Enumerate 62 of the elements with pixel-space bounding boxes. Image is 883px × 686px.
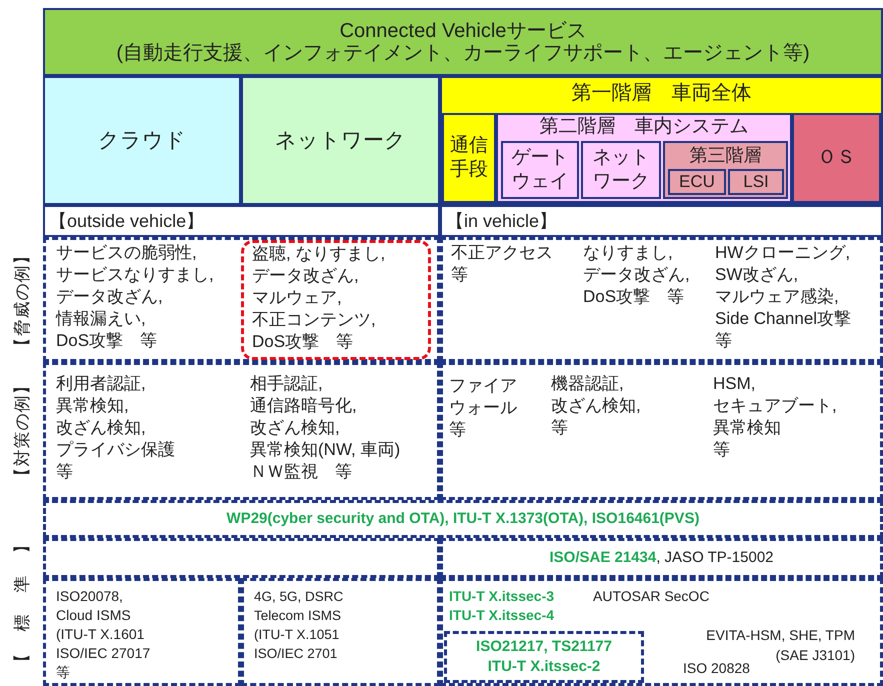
empty-dashed-box: [43, 538, 440, 578]
cell-text: 【outside vehicle】: [49, 210, 204, 232]
cell-text: 第三階層: [688, 144, 762, 166]
cell-text: ITU-T X.itssec-4: [449, 606, 554, 625]
lsi-cell: [728, 169, 784, 195]
cell-text: ISO21217, TS21177 ITU-T X.itssec-2: [476, 637, 612, 677]
header-subtitle: (自動走行支援、インフォテイメント、カーライフサポート、エージェント等): [116, 42, 810, 64]
zone-header: [43, 205, 440, 237]
vehicle-layer-panel: [440, 76, 883, 205]
standard-overlay-box: [444, 631, 644, 683]
cell-text: 機器認証, 改ざん検知, 等: [551, 373, 641, 439]
standard-panel: [440, 578, 883, 686]
row-title: 【対策の例】: [12, 376, 32, 484]
network-cell: [581, 141, 661, 199]
cell-text: 利用者認証, 異常検知, 改ざん検知, プライバシ保護等: [56, 373, 176, 483]
cell-text: 第一階層 車両全体: [570, 82, 752, 104]
threat-row-panel: [43, 237, 440, 362]
cell-text: ISO20078, Cloud ISMS (ITU-T X.1601 ISO/IEC 27017 等: [56, 587, 150, 682]
gateway-cell: [501, 141, 579, 199]
comm-means-cell: [442, 113, 496, 203]
os-cell: [792, 113, 881, 203]
cell-text: サービスの脆弱性, サービスなりすまし, データ改ざん, 情報漏えい, DoS攻撃 等: [56, 242, 214, 352]
cell-text: HWクローニング, SW改ざん, マルウェア感染, Side Channel攻撃等: [715, 242, 852, 352]
row-title: 【脅威の例】: [12, 246, 32, 354]
ecu-cell: [668, 169, 726, 195]
cell-text: LSI: [743, 171, 769, 193]
threat-row-panel: [440, 237, 883, 362]
zone-header: [440, 205, 883, 237]
cell-text: 4G, 5G, DSRC Telecom ISMS (ITU-T X.1051 ISO/IEC 2701: [254, 588, 344, 663]
cell-text: 盗聴, なりすまし, データ改ざん, マルウェア, 不正コンテンツ, DoS攻撃 等: [252, 243, 386, 353]
cell-text: 不正アクセス等: [451, 242, 554, 286]
service-header-cell: [43, 8, 883, 76]
cell-text: ネットワーク: [275, 130, 406, 152]
cell-text: 相手認証, 通信路暗号化, 改ざん検知, 異常検知(NW, 車両) ＮＷ監視 等: [250, 373, 400, 483]
cell-text: クラウド: [98, 130, 186, 152]
cell-text: ファイアウォール等: [449, 375, 518, 441]
third-layer-panel: [663, 141, 788, 199]
network-header-cell: [241, 76, 440, 205]
cell-text: WP29(cyber security and OTA), ITU-T X.1373(OTA), ISO16461(PVS): [226, 509, 700, 529]
cell-text: なりすまし, データ改ざん, DoS攻撃 等: [583, 242, 690, 308]
header-title: Connected Vehicleサービス: [340, 20, 586, 42]
standard-row-panel: [440, 538, 883, 578]
cell-text: ITU-T X.itssec-3: [449, 587, 554, 606]
cell-text: HSM, セキュアブート, 異常検知等: [713, 373, 837, 461]
countermeasure-row-panel: [440, 362, 883, 500]
cell-text: AUTOSAR SecOC: [593, 587, 710, 606]
cell-text: ＯＳ: [818, 147, 856, 169]
cell-text: ネットワーク: [591, 146, 650, 194]
standard-panel: [241, 578, 440, 686]
cell-text: 通信手段: [449, 134, 489, 182]
cell-text: ECU: [679, 171, 715, 193]
cloud-header-cell: [43, 76, 241, 205]
standard-panel: [43, 578, 241, 686]
standard-row-panel: [43, 500, 883, 538]
in-vehicle-system-panel: [496, 113, 792, 203]
cell-text: 第二階層 車内システム: [538, 116, 750, 138]
cell-text: ゲートウェイ: [510, 146, 570, 194]
row-title: 【標準】: [12, 514, 32, 670]
cell-text: 【in vehicle】: [446, 210, 558, 232]
cell-text: ISO/SAE 21434, JASO TP-15002: [549, 548, 774, 568]
highlight-dashed-box: [241, 240, 431, 360]
countermeasure-row-panel: [43, 362, 440, 500]
